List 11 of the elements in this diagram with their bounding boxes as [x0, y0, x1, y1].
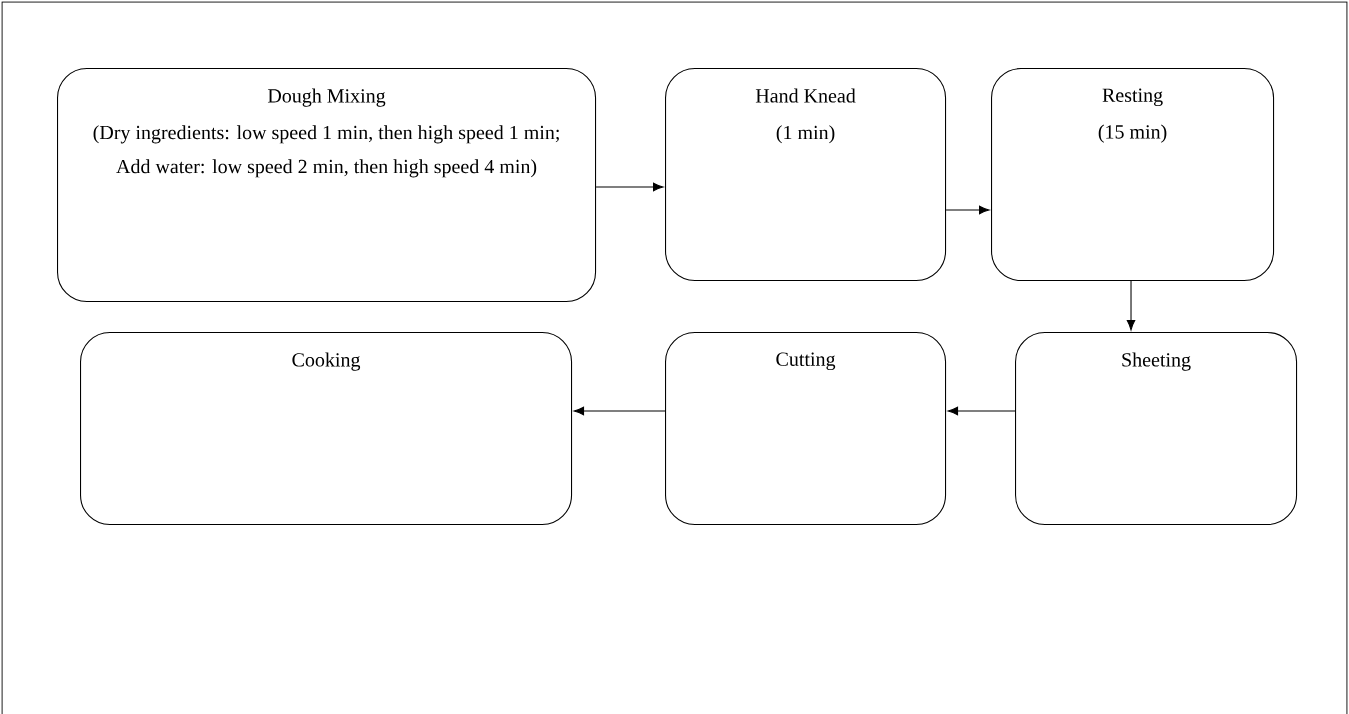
process-box: Hand Knead (1 min)	[665, 68, 947, 282]
process-box: Resting (15 min)	[991, 68, 1275, 282]
arrow	[1126, 280, 1136, 331]
process-box: Cooking	[80, 332, 573, 526]
arrow	[573, 406, 666, 416]
process-box: Dough Mixing (Dry ingredients: low speed 1 min, then high speed 1 min; Add water: low speed 2 min, then high speed 4 min)	[57, 68, 597, 303]
arrow	[945, 205, 990, 215]
process-box: Sheeting	[1015, 332, 1298, 526]
arrow	[595, 182, 664, 192]
process-box: Cutting	[665, 332, 947, 526]
arrow	[947, 406, 1016, 416]
